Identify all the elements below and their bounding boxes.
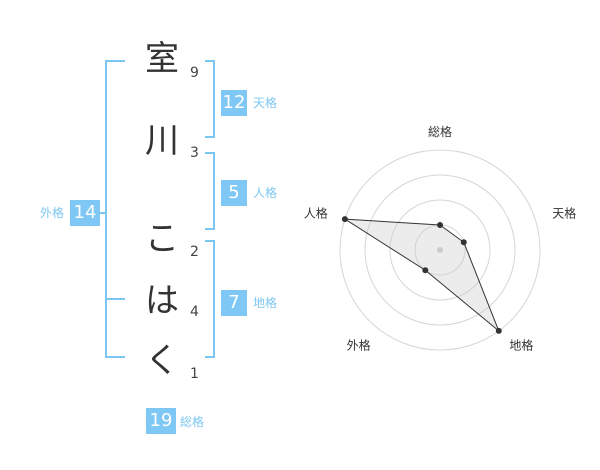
radar-point-4	[341, 216, 348, 223]
tenkaku-label: 天格	[253, 96, 278, 110]
soukaku-badge: 19	[146, 408, 176, 434]
name-char-3: こ	[145, 219, 179, 259]
gaikaku-badge: 14	[70, 200, 100, 226]
radar-point-3	[422, 267, 429, 274]
chikaku-label: 地格	[253, 296, 278, 310]
radar-axis-label-1: 天格	[552, 206, 576, 221]
soukaku-label: 総格	[180, 415, 205, 429]
name-char-5: く	[145, 341, 179, 381]
chikaku-badge: 7	[221, 290, 247, 316]
radar-ring-2	[389, 199, 491, 301]
radar-ring-4	[339, 149, 541, 351]
radar-value-polygon	[344, 218, 500, 332]
stroke-count-3: 2	[190, 244, 199, 260]
stroke-count-2: 3	[190, 145, 199, 161]
radar-axis-label-0: 総格	[428, 124, 452, 139]
gaikaku-label: 外格	[40, 206, 65, 220]
radar-point-2	[495, 327, 502, 334]
radar-point-0	[437, 222, 443, 228]
stroke-count-1: 9	[190, 65, 199, 81]
radar-center-dot	[437, 247, 443, 253]
gaikaku-bracket-tick	[105, 298, 125, 300]
name-char-1: 室	[145, 39, 179, 79]
radar-axis-label-3: 外格	[347, 337, 371, 352]
tenkaku-bracket	[205, 60, 215, 138]
jinkaku-badge: 5	[221, 180, 247, 206]
radar-point-1	[460, 239, 467, 246]
chikaku-bracket	[205, 240, 215, 358]
jinkaku-bracket	[205, 152, 215, 230]
jinkaku-label: 人格	[253, 186, 278, 200]
gaikaku-bracket-connector	[97, 212, 105, 214]
tenkaku-badge: 12	[221, 90, 247, 116]
radar-axis-label-2: 地格	[509, 337, 533, 352]
stroke-count-4: 4	[190, 304, 199, 320]
gaikaku-bracket	[105, 60, 125, 358]
name-char-4: は	[145, 281, 179, 321]
radar-ring-3	[364, 174, 516, 326]
name-char-2: 川	[145, 121, 179, 161]
radar-axis-label-4: 人格	[304, 206, 328, 221]
stroke-count-5: 1	[190, 366, 199, 382]
